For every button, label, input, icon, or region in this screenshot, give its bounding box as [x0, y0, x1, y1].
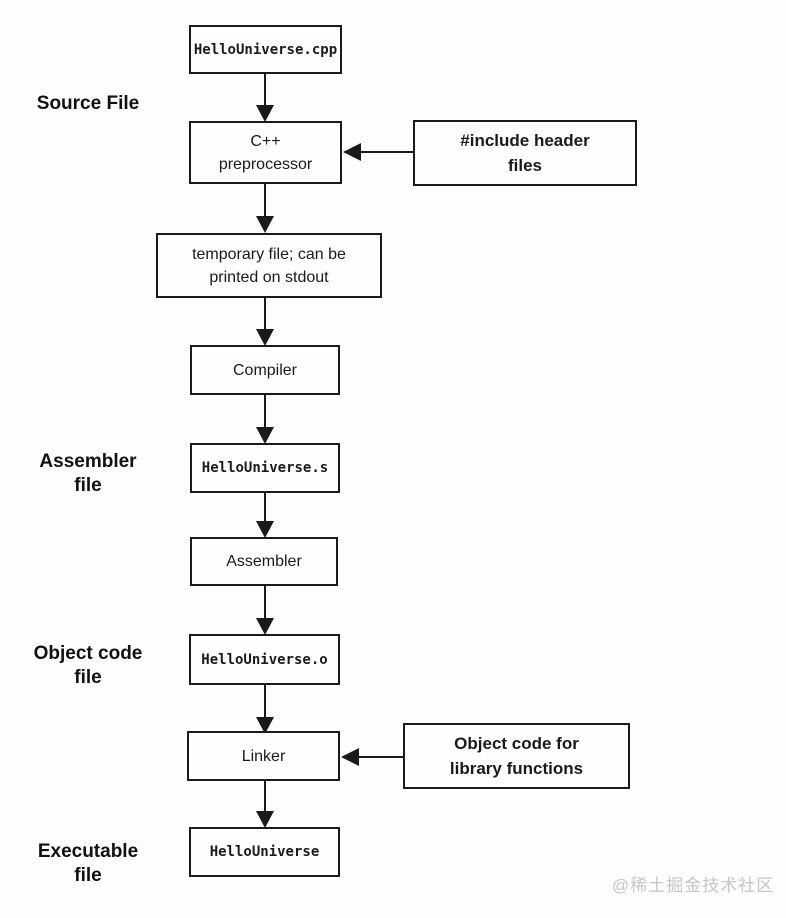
annotation-include-line1: #include header — [460, 131, 590, 150]
node-temp-file-line2: printed on stdout — [209, 268, 329, 286]
arrow-compiler-to-asmfile — [256, 395, 274, 444]
stage-label-assembler-file: Assembler file — [0, 450, 176, 498]
stage-label-object-code-file: Object code file — [0, 642, 176, 690]
node-compiler: Compiler — [190, 345, 340, 395]
stage-object-line1: Object code — [33, 643, 143, 664]
node-compiler-label: Compiler — [232, 361, 297, 379]
stage-label-source-file: Source File — [0, 92, 176, 116]
arrow-objlib-to-linker — [341, 748, 403, 766]
node-preprocessor: C++ preprocessor — [189, 121, 342, 184]
node-temp-file: temporary file; can be printed on stdout — [156, 233, 382, 298]
node-object-file-label: HelloUniverse.o — [201, 651, 328, 668]
arrow-objfile-to-linker — [256, 685, 274, 734]
annotation-include-headers: #include header files — [413, 120, 637, 186]
stage-object-line2: file — [74, 667, 102, 688]
node-assembler: Assembler — [190, 537, 338, 586]
node-assembler-file: HelloUniverse.s — [190, 443, 340, 493]
arrow-assembler-to-objfile — [256, 586, 274, 635]
node-source-cpp: HelloUniverse.cpp — [189, 25, 342, 74]
annotation-objlib-line2: library functions — [449, 759, 584, 778]
node-object-file: HelloUniverse.o — [189, 634, 340, 685]
arrow-linker-to-executable — [256, 781, 274, 828]
stage-executable-line1: Executable — [37, 841, 139, 862]
annotation-objlib-line1: Object code for — [454, 734, 579, 753]
annotation-include-line2: files — [507, 156, 543, 175]
node-executable: HelloUniverse — [189, 827, 340, 877]
stage-label-executable-file: Executable file — [0, 840, 176, 888]
node-preprocessor-line1: C++ — [250, 132, 281, 150]
stage-executable-line2: file — [74, 865, 102, 886]
stage-source-line1: Source File — [36, 93, 140, 114]
node-temp-file-line1: temporary file; can be — [192, 245, 346, 263]
arrow-preprocessor-to-temp — [256, 184, 274, 233]
node-linker-label: Linker — [241, 747, 286, 765]
node-source-cpp-label: HelloUniverse.cpp — [193, 41, 338, 58]
arrow-cpp-to-preprocessor — [256, 74, 274, 122]
stage-assembler-line2: file — [74, 475, 102, 496]
arrow-temp-to-compiler — [256, 298, 274, 346]
node-assembler-file-label: HelloUniverse.s — [201, 460, 329, 476]
stage-assembler-line1: Assembler — [39, 451, 137, 472]
annotation-object-code-lib: Object code for library functions — [403, 723, 630, 789]
node-linker: Linker — [187, 731, 340, 781]
watermark-text: @稀土掘金技术社区 — [612, 876, 775, 895]
node-preprocessor-line2: preprocessor — [218, 155, 313, 173]
arrow-include-to-preprocessor — [343, 143, 413, 161]
node-assembler-label: Assembler — [226, 553, 302, 570]
node-executable-label: HelloUniverse — [209, 844, 320, 860]
arrow-asmfile-to-assembler — [256, 493, 274, 538]
